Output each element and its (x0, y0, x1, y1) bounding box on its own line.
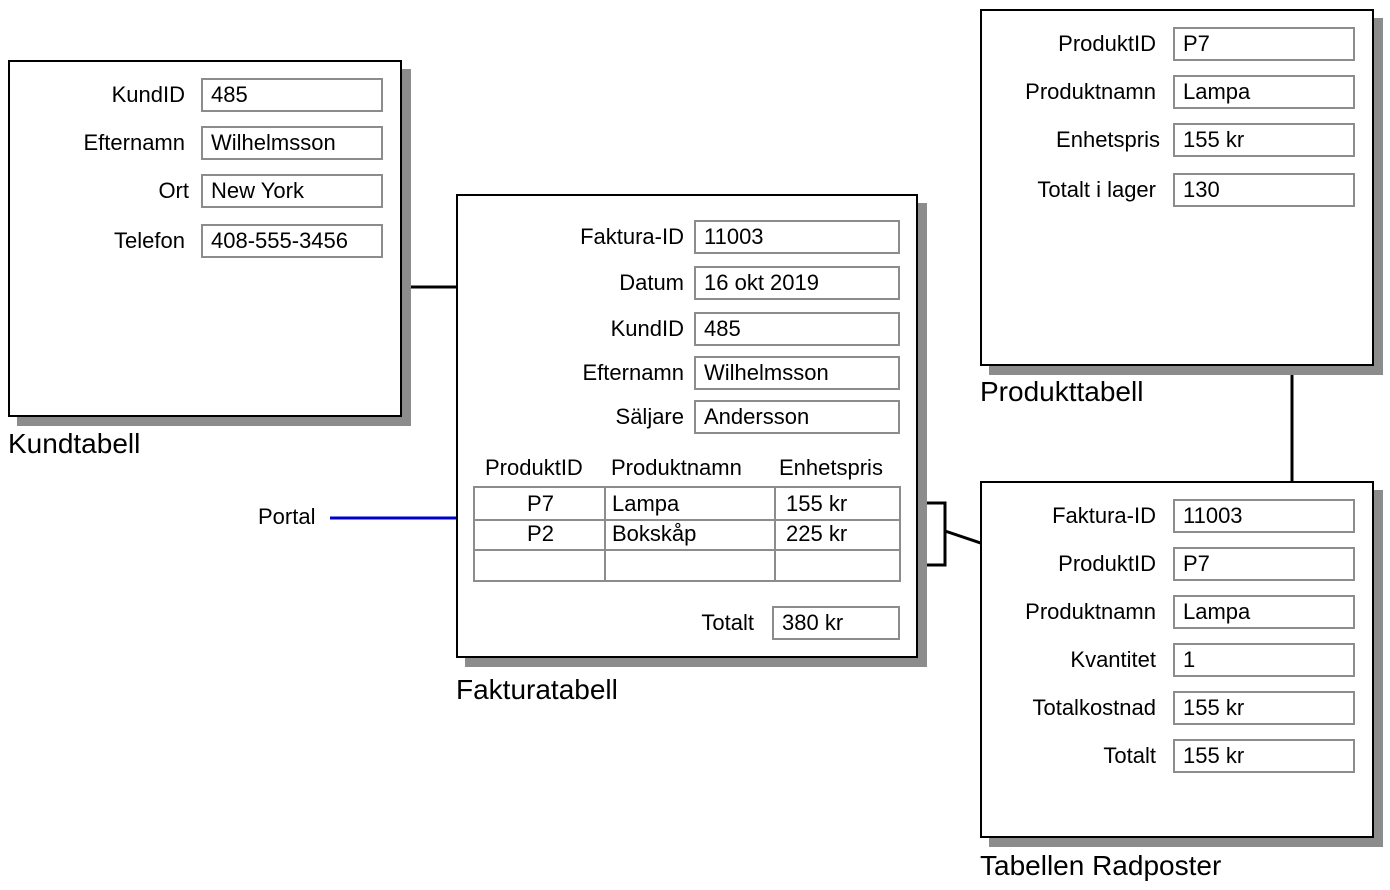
field-label: Faktura-ID (1052, 503, 1156, 528)
portal-cell[interactable]: 225 kr (786, 521, 848, 546)
portal-header-enhetspris: Enhetspris (779, 455, 883, 480)
field-value[interactable]: 380 kr (772, 606, 900, 640)
portal[interactable]: P7 Lampa 155 kr P2 Bokskåp 225 kr (473, 486, 901, 582)
kundtabell-box: KundID 485 Efternamn Wilhelmsson Ort New… (8, 60, 402, 417)
field-value[interactable]: 1 (1173, 643, 1355, 677)
field-value[interactable]: 485 (201, 78, 383, 112)
portal-label: Portal (258, 504, 316, 529)
field-label: Totalkostnad (1032, 695, 1156, 720)
field-label: Enhetspris (1056, 127, 1160, 152)
field-value[interactable]: Wilhelmsson (694, 356, 900, 390)
field-label: Produktnamn (1025, 79, 1156, 104)
field-value[interactable]: 155 kr (1173, 691, 1355, 725)
portal-cell[interactable]: P2 (527, 521, 554, 546)
field-label: Totalt (1103, 743, 1156, 768)
field-label: Efternamn (83, 130, 186, 155)
fakturatabell-box: Faktura-ID 11003 Datum 16 okt 2019 KundI… (456, 194, 918, 658)
field-label: Säljare (615, 404, 684, 429)
field-value[interactable]: P7 (1173, 547, 1355, 581)
portal-col-divider (774, 488, 776, 580)
field-value[interactable]: 485 (694, 312, 900, 346)
portal-cell[interactable]: Bokskåp (612, 521, 697, 546)
field-value[interactable]: 11003 (694, 220, 900, 254)
field-value[interactable]: 130 (1173, 173, 1355, 207)
field-value[interactable]: 155 kr (1173, 739, 1355, 773)
portal-cell[interactable]: Lampa (612, 491, 680, 516)
field-value[interactable]: P7 (1173, 27, 1355, 61)
field-value[interactable]: Lampa (1173, 75, 1355, 109)
field-value[interactable]: Andersson (694, 400, 900, 434)
fakturatabell-caption: Fakturatabell (456, 674, 618, 705)
field-label: Datum (619, 270, 684, 295)
field-label: Ort (158, 178, 189, 203)
field-label: Faktura-ID (580, 224, 684, 249)
field-value[interactable]: 155 kr (1173, 123, 1355, 157)
kundtabell-caption: Kundtabell (8, 428, 141, 459)
radposter-box: Faktura-ID 11003 ProduktID P7 Produktnam… (980, 481, 1374, 838)
portal-col-divider (604, 488, 606, 580)
field-label: Totalt i lager (1037, 177, 1156, 202)
produkttabell-caption: Produkttabell (980, 376, 1144, 407)
field-label: ProduktID (1058, 31, 1156, 56)
portal-header-produktnamn: Produktnamn (611, 455, 742, 480)
field-value[interactable]: 11003 (1173, 499, 1355, 533)
portal-cell[interactable]: P7 (527, 491, 554, 516)
field-label: Telefon (114, 228, 185, 253)
field-value[interactable]: New York (201, 174, 383, 208)
field-label: ProduktID (1058, 551, 1156, 576)
field-label: Kvantitet (1070, 647, 1156, 672)
field-label: KundID (610, 316, 684, 341)
portal-row-divider (475, 519, 899, 521)
field-value[interactable]: 16 okt 2019 (694, 266, 900, 300)
radposter-caption: Tabellen Radposter (980, 850, 1222, 881)
portal-row-divider (475, 549, 899, 551)
field-label: Totalt (701, 610, 754, 635)
field-label: Efternamn (582, 360, 685, 385)
field-label: Produktnamn (1025, 599, 1156, 624)
field-value[interactable]: Lampa (1173, 595, 1355, 629)
produkttabell-box: ProduktID P7 Produktnamn Lampa Enhetspri… (980, 9, 1374, 366)
portal-header-produktid: ProduktID (485, 455, 583, 480)
portal-cell[interactable]: 155 kr (786, 491, 848, 516)
field-value[interactable]: Wilhelmsson (201, 126, 383, 160)
field-label: KundID (111, 82, 185, 107)
field-value[interactable]: 408-555-3456 (201, 224, 383, 258)
